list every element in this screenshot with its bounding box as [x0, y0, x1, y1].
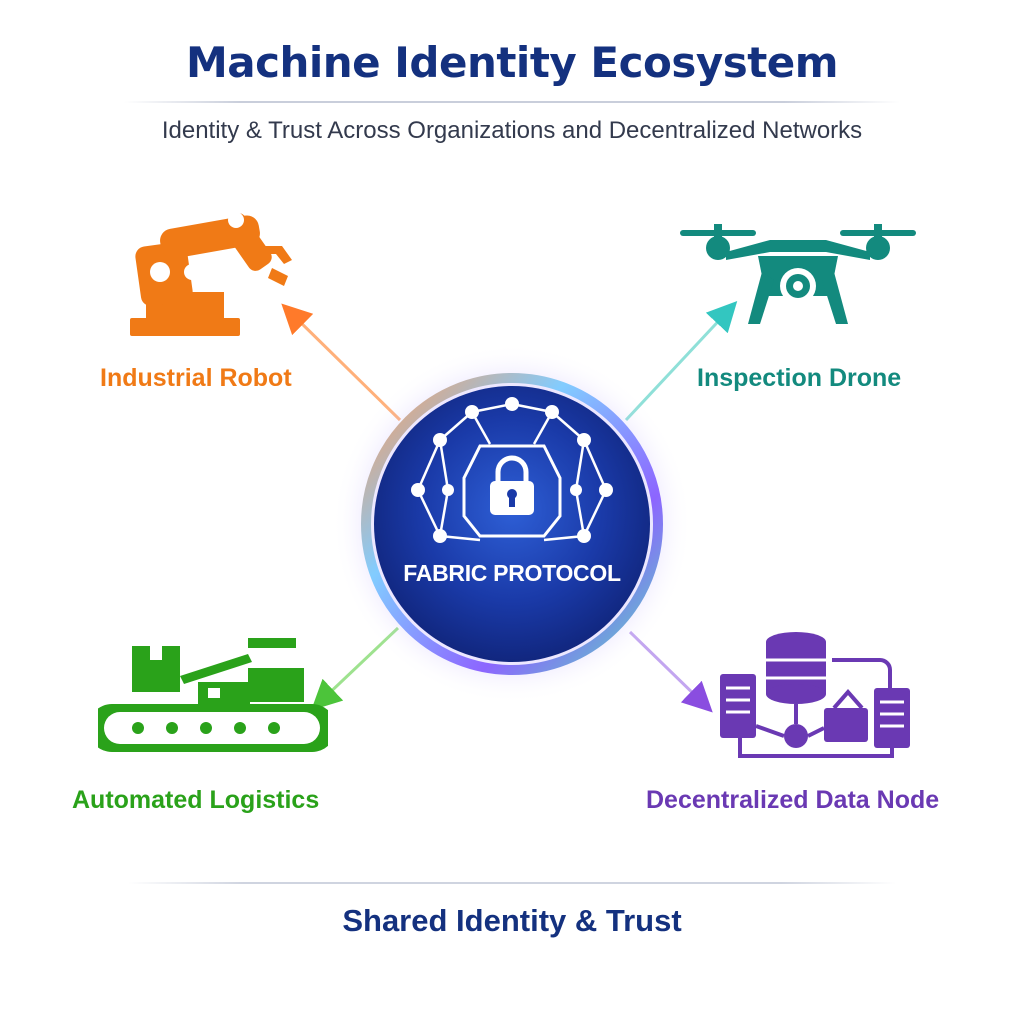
page-title: Machine Identity Ecosystem: [185, 38, 839, 87]
conveyor-icon: [98, 638, 328, 752]
robot-arm-icon: [130, 212, 292, 336]
hub-circle: [374, 386, 650, 662]
node-label-automated-logistics: Automated Logistics: [72, 786, 320, 814]
footer-tagline: Shared Identity & Trust: [342, 903, 682, 938]
hub-label: FABRIC PROTOCOL: [403, 560, 621, 586]
node-label-decentralized-data-node: Decentralized Data Node: [646, 786, 940, 814]
footer-divider: [128, 882, 896, 884]
title-divider: [124, 101, 900, 103]
page-subtitle: Identity & Trust Across Organizations an…: [161, 117, 863, 144]
database-node-icon: [720, 632, 910, 758]
lock-network-icon: [411, 397, 613, 543]
node-label-industrial-robot: Industrial Robot: [100, 364, 292, 392]
node-label-inspection-drone: Inspection Drone: [697, 364, 902, 392]
drone-icon: [680, 224, 916, 324]
